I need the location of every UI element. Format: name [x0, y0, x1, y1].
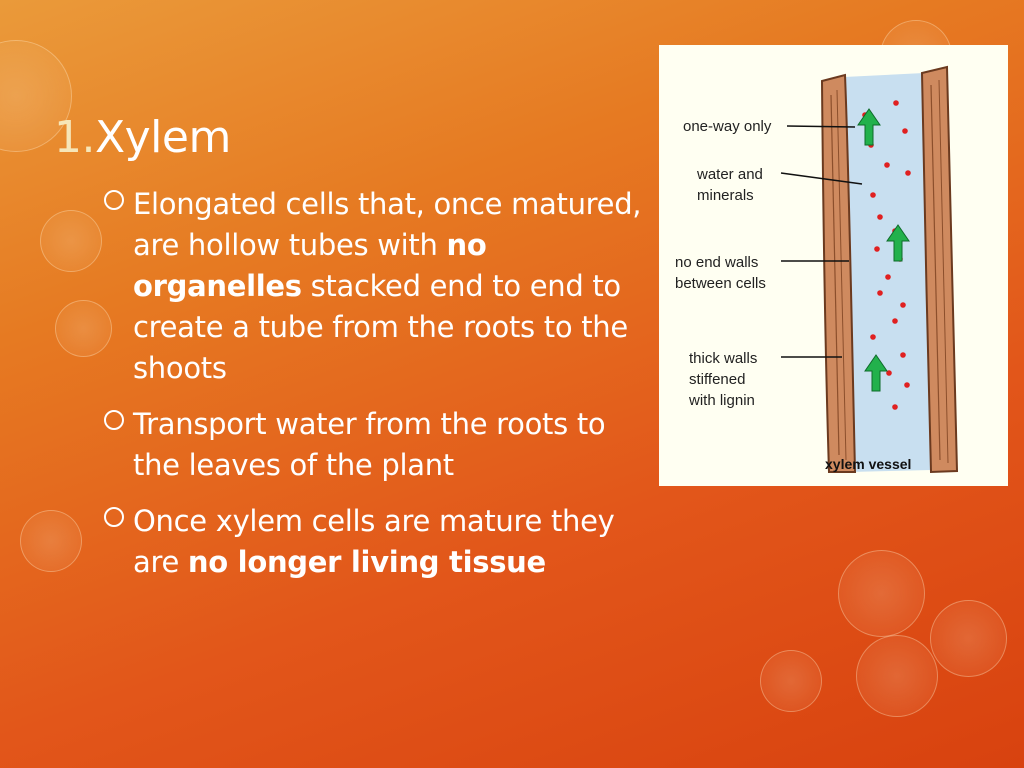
- bullet-ring-icon: [104, 410, 124, 430]
- decorative-bokeh-circle: [760, 650, 822, 712]
- bullet-list: Elongated cells that, once matured, are …: [104, 184, 644, 598]
- bullet-ring-icon: [104, 190, 124, 210]
- label-water: water and: [696, 166, 763, 183]
- bullet-item: Once xylem cells are mature they are no …: [104, 501, 644, 583]
- up-arrow-icon: [886, 224, 910, 262]
- up-arrow-icon: [864, 354, 888, 392]
- slide-title: 1.Xylem: [54, 112, 231, 164]
- bullet-item: Elongated cells that, once matured, are …: [104, 184, 644, 389]
- flow-arrows: [857, 108, 910, 392]
- vessel-lumen: [844, 73, 931, 472]
- label-thick-walls: thick walls: [689, 350, 757, 367]
- xylem-vessel-diagram: one-way only water and minerals no end w…: [659, 45, 1008, 486]
- decorative-bokeh-circle: [40, 210, 102, 272]
- up-arrow-icon: [857, 108, 881, 146]
- bullet-text: Transport water from the roots to the le…: [133, 407, 606, 482]
- title-text: Xylem: [94, 112, 231, 163]
- label-stiffened: stiffened: [689, 371, 745, 388]
- title-number: 1.: [54, 112, 95, 163]
- decorative-bokeh-circle: [930, 600, 1007, 677]
- leader-lines: [780, 125, 863, 358]
- label-minerals: minerals: [697, 187, 754, 204]
- label-with-lignin: with lignin: [688, 392, 755, 409]
- decorative-bokeh-circle: [856, 635, 938, 717]
- bullet-bold-text: no longer living tissue: [187, 545, 546, 579]
- bullet-ring-icon: [104, 507, 124, 527]
- bullet-bold-text: no organelles: [133, 228, 487, 303]
- label-one-way: one-way only: [683, 118, 772, 135]
- label-no-end-walls: no end walls: [675, 254, 758, 271]
- bullet-item: Transport water from the roots to the le…: [104, 404, 644, 486]
- bullet-text: Once xylem cells are mature they are: [133, 504, 615, 579]
- label-between-cells: between cells: [675, 275, 766, 292]
- bullet-text: Elongated cells that, once matured, are …: [133, 187, 642, 262]
- bullet-text: stacked end to end to create a tube from…: [133, 269, 628, 385]
- decorative-bokeh-circle: [55, 300, 112, 357]
- figure-caption: xylem vessel: [825, 456, 911, 472]
- vessel-right-wall: [920, 65, 959, 474]
- decorative-bokeh-circle: [838, 550, 925, 637]
- decorative-bokeh-circle: [20, 510, 82, 572]
- xylem-diagram-svg: one-way only water and minerals no end w…: [675, 65, 959, 474]
- vessel-left-wall: [820, 73, 857, 473]
